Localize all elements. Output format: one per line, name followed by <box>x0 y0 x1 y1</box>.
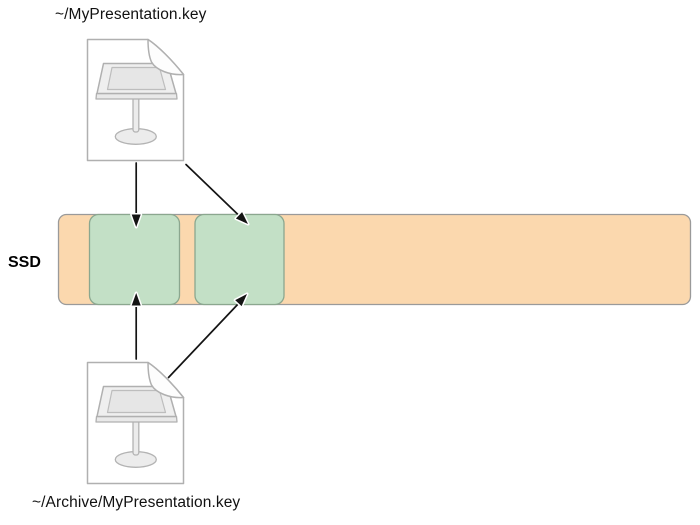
arrows-top-file <box>130 162 250 229</box>
bottom-file-path-label: ~/Archive/MyPresentation.key <box>32 494 241 511</box>
arrow-topfile-block2-shaft <box>185 163 241 217</box>
arrow-topfile-block1-head <box>130 213 143 229</box>
arrows-bottom-file <box>130 291 249 379</box>
top-file-icon <box>86 38 185 162</box>
arrow-bottomfile-block2-shaft <box>167 301 241 379</box>
bottom-file-icon <box>86 361 185 485</box>
arrow-bottomfile-block2-head <box>233 292 249 308</box>
top-file-path-label: ~/MyPresentation.key <box>55 6 207 23</box>
arrow-topfile-block2-head <box>234 210 250 226</box>
shared-block-1 <box>88 213 181 306</box>
ssd-label: SSD <box>8 254 41 271</box>
shared-block-2 <box>194 213 285 306</box>
arrow-bottomfile-block1-head <box>130 291 143 307</box>
